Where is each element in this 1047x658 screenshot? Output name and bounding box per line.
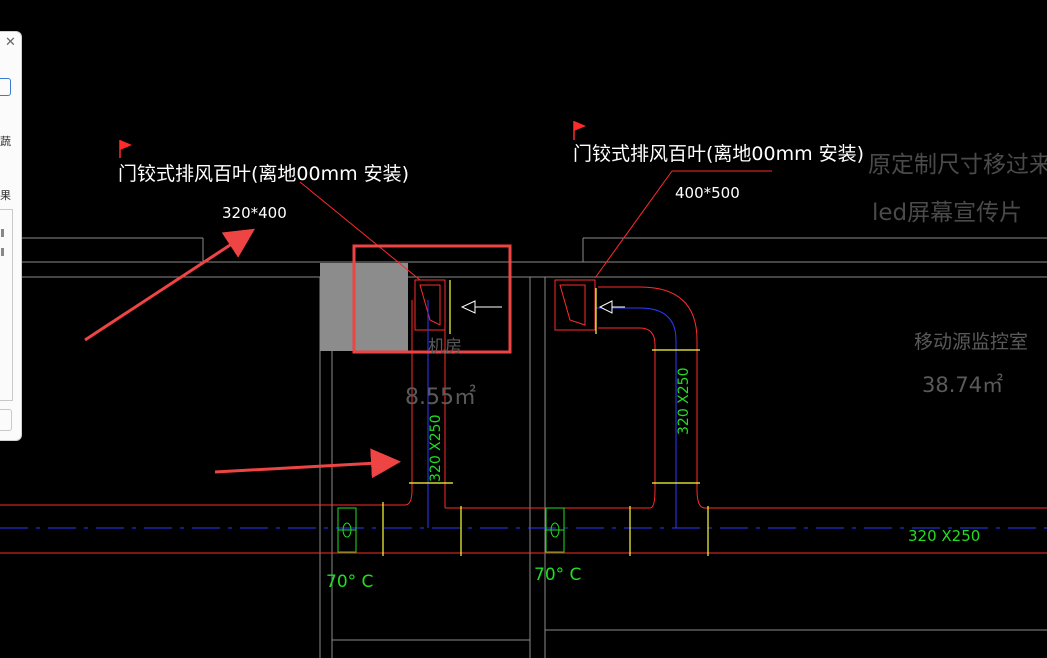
left-branch-duct[interactable]: [404, 279, 446, 508]
duct-size-right[interactable]: 320 X250: [676, 368, 692, 435]
duct-size-left[interactable]: 320 X250: [428, 415, 444, 482]
louver-left-size[interactable]: 320*400: [222, 204, 287, 222]
side-dialog[interactable]: ✕ 蔬 果: [0, 31, 22, 441]
leader-lines: [299, 170, 772, 281]
room-left-area[interactable]: 8.55㎡: [405, 384, 476, 410]
panel-list[interactable]: [0, 209, 13, 401]
flag-icon: [119, 140, 132, 158]
panel-checkbox[interactable]: [0, 78, 11, 96]
room-left-name[interactable]: 机房: [428, 337, 462, 357]
airflow-arrow-right: [598, 300, 625, 314]
note-line-2[interactable]: led屏幕宣传片: [872, 200, 1022, 226]
walls: [0, 237, 1047, 658]
room-right-area[interactable]: 38.74㎡: [922, 373, 1003, 397]
room-right-name[interactable]: 移动源监控室: [914, 331, 1028, 353]
section-marks: [382, 280, 709, 556]
panel-bottom-button[interactable]: [0, 409, 12, 431]
close-icon[interactable]: ✕: [5, 35, 16, 50]
louver-right-label[interactable]: 门铰式排风百叶(离地00mm 安装): [573, 143, 864, 165]
damper-temp-right[interactable]: 70° C: [534, 565, 581, 585]
main-duct[interactable]: [0, 504, 1047, 554]
panel-label-a: 蔬: [0, 135, 11, 148]
flag-icon: [573, 121, 586, 140]
louver-right-size[interactable]: 400*500: [675, 184, 740, 202]
duct-size-main[interactable]: 320 X250: [908, 527, 980, 545]
airflow-arrow-left: [460, 300, 502, 314]
wall-column: [320, 263, 408, 351]
annotation-arrow-icon: [214, 448, 401, 479]
fire-damper-left[interactable]: [337, 507, 357, 553]
right-branch-duct[interactable]: [554, 279, 706, 509]
fire-damper-right[interactable]: [545, 507, 565, 553]
duct-centerlines: [0, 300, 1047, 529]
list-scroll-mark: [1, 229, 4, 237]
damper-temp-left[interactable]: 70° C: [326, 572, 373, 592]
highlight-box: [352, 244, 512, 354]
annotation-arrow-icon: [84, 228, 256, 342]
louver-left-label[interactable]: 门铰式排风百叶(离地00mm 安装): [118, 163, 409, 185]
note-line-1[interactable]: 原定制尺寸移过来: [868, 152, 1047, 178]
panel-label-b: 果: [0, 189, 11, 202]
list-scroll-mark: [1, 248, 4, 256]
